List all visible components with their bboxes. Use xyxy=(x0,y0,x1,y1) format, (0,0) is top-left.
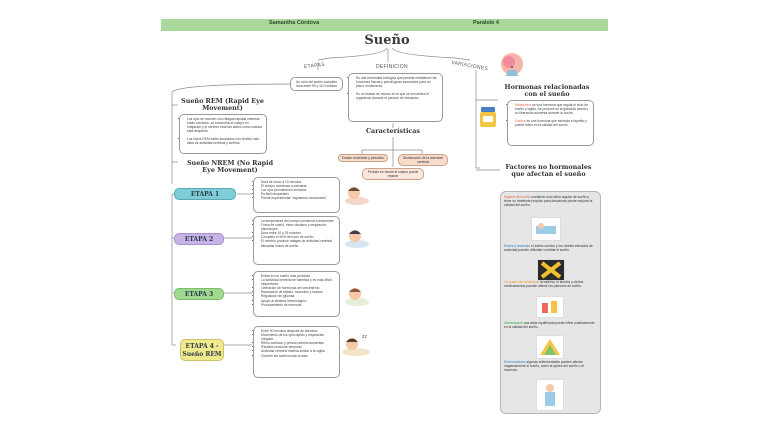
etapa-2-item: Completo el 50% del ciclo de sueño xyxy=(261,235,336,239)
factor-text: una dieta equilibrada puede influir posi… xyxy=(504,321,595,330)
sleeping-person-icon xyxy=(345,230,369,248)
etapa-3-item: Apoyo al sistema inmunológico xyxy=(261,299,336,303)
etapa-3-item: Liberación de hormonas del crecimiento xyxy=(261,286,336,290)
hormona-name: Grelina xyxy=(515,119,526,124)
factor-name: Enfermedades xyxy=(504,360,526,364)
etapa-2-item: Fuera de sueño, ritmo cardíaco y respira… xyxy=(261,223,336,231)
sleeping-person-icon xyxy=(345,288,369,306)
factor-image xyxy=(531,217,561,241)
etapa-2-item: La temperatura del cuerpo comienza a des… xyxy=(261,219,336,223)
group-name: Paralelo 4 xyxy=(473,20,499,26)
svg-text:zz: zz xyxy=(362,334,368,340)
etapa-4-item: Actividad cerebral intensa similar a la … xyxy=(261,349,336,353)
sleeping-person-icon: zz xyxy=(342,334,370,356)
etapa-4-item: Parálisis muscular temporal xyxy=(261,345,336,349)
hormona-text: es una hormona que regula el ciclo de su… xyxy=(515,103,589,116)
etapa-1-item: Dura de cinco a 10 minutos xyxy=(261,180,336,184)
etapa-1-item: El cuerpo comienza a calmarse xyxy=(261,184,336,188)
hormonas-heading: Hormonas relacionadas con el sueño xyxy=(504,83,590,98)
factor-item: Higiene del sueño mantener una rutina re… xyxy=(504,195,596,207)
factor-image xyxy=(536,335,564,359)
factor-text: la cafeína, el alcohol y ciertos medicam… xyxy=(504,280,584,289)
factores-heading: Factores no hormonales que afectan el su… xyxy=(505,163,592,178)
rem-box: Los ojos se mueven con ráfagas rápidas m… xyxy=(179,114,267,154)
caracteristica-3: Periodo en donde el cuerpo puede reparar xyxy=(362,168,424,180)
etapa-4-item: Ocurren los sueños más vívidos xyxy=(261,354,336,358)
factor-text: mantener una rutina regular de sueño y t… xyxy=(504,195,593,208)
rem-point-2: Los ciclos REM están asociados con nivel… xyxy=(187,137,263,145)
etapa-1-item: Es fácil despertarlo xyxy=(261,192,336,196)
header-bar: Samantha Córdova Paralelo 4 xyxy=(161,19,608,31)
etapa-3-item: Regulación de glucosa xyxy=(261,294,336,298)
etapa-4-box: Entre 90 minutos después de dormirse Mov… xyxy=(253,326,340,378)
factor-name: Consumo de sustancias xyxy=(504,280,540,284)
rem-heading: Sueño REM (Rapid Eye Movement) xyxy=(181,97,264,112)
author-name: Samantha Córdova xyxy=(269,20,320,26)
etapa-1-label: ETAPA 1 xyxy=(174,188,236,200)
etapa-3-item: La actividad cerebral se ralentiza y es … xyxy=(261,278,336,286)
branch-definicion: DEFINICION xyxy=(376,64,408,70)
caracteristicas-heading: Características xyxy=(365,127,421,135)
factor-item: Alimentación una dieta equilibrada puede… xyxy=(504,321,596,329)
page-title: Sueño xyxy=(364,33,410,48)
sleeping-person-icon xyxy=(345,187,369,205)
factor-text: el estrés crónico y los niveles elevados… xyxy=(504,244,593,253)
etapa-1-item: Los ojos permanecen cerrados xyxy=(261,188,336,192)
etapa-3-label: ETAPA 3 xyxy=(174,288,224,300)
factor-item: Enfermedades algunas enfermedades pueden… xyxy=(504,360,596,372)
etapa-4-item: Ritmo cardíaco y presión arterial aument… xyxy=(261,341,336,345)
etapa-3-item: Procesamiento de memoria xyxy=(261,303,336,307)
etapa-2-label: ETAPA 2 xyxy=(174,233,224,245)
branch-variaciones: VARIACIONES xyxy=(450,59,489,73)
etapa-2-item: El cerebro produce ráfagas de actividad … xyxy=(261,239,336,247)
rem-point-1: Los ojos se mueven con ráfagas rápidas m… xyxy=(187,117,263,133)
etapas-intro-box: Un ciclo del sueño completo dura entre 9… xyxy=(290,77,343,91)
definition-box: Es una necesidad biológica que permite r… xyxy=(348,73,443,122)
factor-image xyxy=(536,379,564,411)
pill-bottle-icon xyxy=(480,107,496,127)
etapa-1-box: Dura de cinco a 10 minutos El cuerpo com… xyxy=(253,177,340,213)
factor-text: algunas enfermedades pueden afectar nega… xyxy=(504,360,584,373)
caracteristica-1: Estado reversible y periódico xyxy=(338,154,388,162)
etapa-3-item: Entrar en un sueño más profundo xyxy=(261,274,336,278)
etapa-3-box: Entrar en un sueño más profundo La activ… xyxy=(253,271,340,317)
factor-item: Estrés y ansiedad el estrés crónico y lo… xyxy=(504,244,596,252)
etapa-4-item: Entre 90 minutos después de dormirse xyxy=(261,329,336,333)
etapa-2-item: Dura entre 10 y 25 minutos xyxy=(261,231,336,235)
definition-point-1: Es una necesidad biológica que permite r… xyxy=(356,76,439,88)
branch-etapas: ETAPAS xyxy=(303,61,326,71)
factor-image xyxy=(537,259,565,281)
factor-name: Alimentación xyxy=(504,321,523,325)
factor-image xyxy=(536,296,564,318)
factor-name: Higiene del sueño xyxy=(504,195,531,199)
brain-head-icon xyxy=(501,53,523,76)
factor-item: Consumo de sustancias la cafeína, el alc… xyxy=(504,280,596,288)
etapa-1-item: Puede experimentar “espasmos musculares” xyxy=(261,196,336,200)
nrem-heading: Sueño NREM (No Rapid Eye Movement) xyxy=(186,159,274,174)
etapa-2-box: La temperatura del cuerpo comienza a des… xyxy=(253,216,340,265)
etapa-4-label: ETAPA 4 - Sueño REM xyxy=(180,339,224,361)
hormona-text: es una hormona que estimula el apetito y… xyxy=(515,119,587,128)
etapa-4-item: Movimiento de los ojos rápido y respirac… xyxy=(261,333,336,341)
hormona-name: Melatonina xyxy=(515,103,532,107)
etapa-3-item: Reparación de tejidos, músculos y huesos xyxy=(261,290,336,294)
definition-point-2: Es un estado de reposo en el que se encu… xyxy=(356,92,439,100)
hormonas-box: Melatonina es una hormona que regula el … xyxy=(507,100,594,146)
caracteristica-2: Disminución de la actividad cerebral xyxy=(398,154,448,166)
factor-name: Estrés y ansiedad xyxy=(504,244,531,248)
